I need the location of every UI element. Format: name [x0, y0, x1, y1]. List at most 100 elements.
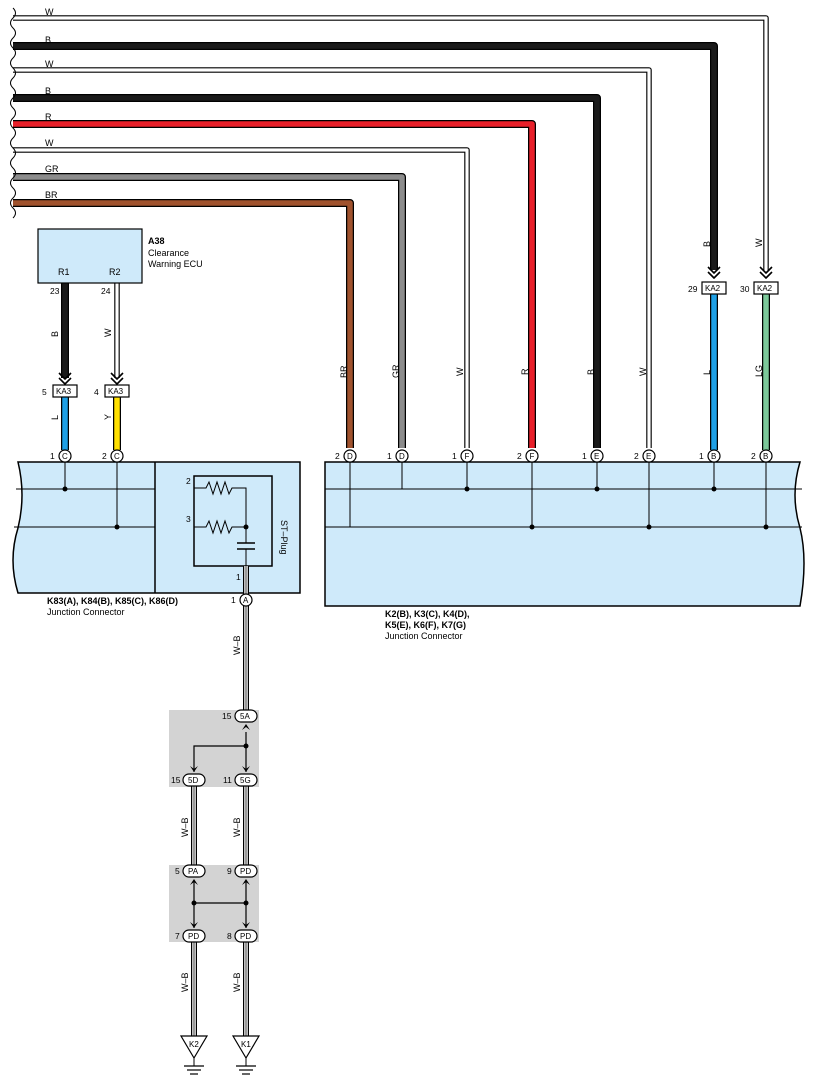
arrows-layer	[58, 266, 773, 928]
svg-text:C: C	[114, 452, 120, 461]
svg-text:PD: PD	[240, 932, 251, 941]
wire-top-2	[13, 68, 651, 448]
svg-text:B: B	[711, 452, 716, 461]
ka3-pin-5: 5	[42, 387, 47, 397]
top-wire-label: BR	[45, 190, 58, 200]
wire-top-4-outline	[13, 120, 536, 448]
ecu-pin-24: 24	[101, 286, 111, 296]
ka2-connectors: KA2 29 KA2 30 B W L LG	[688, 238, 779, 377]
wire-label-w: W	[455, 367, 465, 376]
top-wire-label: R	[45, 112, 52, 122]
arrow-pa	[190, 879, 198, 885]
top-wire-labels: W B W B R W GR BR	[45, 7, 59, 200]
svg-text:1: 1	[387, 451, 392, 461]
svg-text:9: 9	[227, 866, 232, 876]
arrow-8pd	[242, 922, 250, 928]
ka3-box	[104, 384, 130, 398]
ecu-a38: A38 Clearance Warning ECU R1 R2 23 24 B …	[37, 228, 203, 337]
ka2-pin-30: 30	[740, 284, 750, 294]
wire-label-wb: W–B	[232, 817, 242, 837]
wire-top-4	[13, 121, 535, 448]
st-plug-pin-3: 3	[186, 514, 191, 524]
pin-marker-right-2b: B 2	[751, 449, 773, 463]
svg-text:15: 15	[171, 775, 181, 785]
wire-top-6-outline	[13, 173, 406, 448]
ka2-label: KA2	[705, 284, 721, 293]
ecu-name-line1: Clearance	[148, 248, 189, 258]
svg-text:5A: 5A	[240, 712, 250, 721]
ka3-wire-l-label: L	[50, 415, 60, 420]
pill-7-pd: PD 7	[175, 929, 206, 943]
arrow-5d	[190, 766, 198, 772]
arrow-9pd	[242, 879, 250, 885]
wire-label-wb: W–B	[232, 635, 242, 655]
st-plug-pin-2: 2	[186, 476, 191, 486]
svg-text:2: 2	[102, 451, 107, 461]
svg-text:11: 11	[223, 775, 232, 785]
pin-marker-left-2c: C 2	[102, 449, 124, 463]
wire-label-wb: W–B	[180, 817, 190, 837]
right-connector-subtitle: Junction Connector	[385, 631, 463, 641]
wire-top-6	[13, 174, 405, 448]
svg-text:1: 1	[582, 451, 587, 461]
ecu-terminal-r2: R2	[109, 267, 121, 277]
wb-wires-layer	[191, 566, 249, 1036]
ka3-wire-y-label: Y	[103, 414, 113, 420]
ka3-label: KA3	[56, 387, 72, 396]
svg-text:PD: PD	[188, 932, 199, 941]
svg-text:E: E	[646, 452, 651, 461]
pin-marker-right-1f: F 1	[452, 449, 474, 463]
wire-top-1	[13, 43, 717, 270]
pin-marker-left-out-1a: A 1	[231, 593, 253, 607]
pin-marker-right-2f: F 2	[517, 449, 539, 463]
ka2-label: KA2	[757, 284, 773, 293]
arrow-ka2-29	[707, 266, 721, 279]
svg-text:5: 5	[175, 866, 180, 876]
pill-5-pa: PA 5	[175, 864, 206, 878]
top-wire-label: B	[45, 35, 51, 45]
ground-k2: K2	[179, 1035, 209, 1075]
ka2-box	[701, 281, 727, 295]
pin-marker-left-1c: C 1	[50, 449, 72, 463]
svg-text:2: 2	[517, 451, 522, 461]
st-plug-label: ST–Plug	[279, 520, 289, 555]
svg-text:5D: 5D	[188, 776, 198, 785]
ground-k1: K1	[231, 1035, 261, 1075]
wire-top-7	[13, 200, 353, 448]
arrow-7pd	[190, 922, 198, 928]
ecu-name-line2: Warning ECU	[148, 259, 203, 269]
left-connector-subtitle: Junction Connector	[47, 607, 125, 617]
right-wire-labels: BR GR W R B W	[339, 364, 648, 378]
ka3-pin-4: 4	[94, 387, 99, 397]
svg-text:B: B	[763, 452, 768, 461]
svg-text:1: 1	[50, 451, 55, 461]
top-wire-label: W	[45, 138, 54, 148]
arrow-ka3-4	[110, 372, 124, 385]
top-wire-label: W	[45, 7, 54, 17]
wire-label-w: W	[638, 367, 648, 376]
svg-text:PD: PD	[240, 867, 251, 876]
ka2-box	[753, 281, 779, 295]
svg-text:A: A	[243, 596, 249, 605]
pill-11-5g: 5G 11	[223, 773, 258, 787]
right-connector-title-line2: K5(E), K6(F), K7(G)	[385, 620, 466, 630]
ka2-in-wire-w-label: W	[754, 238, 764, 247]
top-wire-label: GR	[45, 164, 59, 174]
junction-internal-links	[191, 732, 249, 928]
top-wire-label: W	[45, 59, 54, 69]
pill-8-pd: PD 8	[227, 929, 258, 943]
svg-text:2: 2	[634, 451, 639, 461]
wire-label-r: R	[520, 368, 530, 375]
svg-text:D: D	[347, 452, 353, 461]
svg-text:C: C	[62, 452, 68, 461]
wire-label-br: BR	[339, 365, 349, 378]
junction-pills: 5A 15 5D 15 5G 11 PA 5 PD 9 PD 7	[171, 709, 258, 943]
right-junction-connector: K2(B), K3(C), K4(D), K5(E), K6(F), K7(G)…	[324, 461, 805, 641]
wire-label-wb: W–B	[180, 972, 190, 992]
svg-text:7: 7	[175, 931, 180, 941]
svg-text:D: D	[399, 452, 405, 461]
ground-label-k1: K1	[241, 1040, 251, 1049]
wire-label-wb: W–B	[232, 972, 242, 992]
st-plug: 2 3 1 ST–Plug	[186, 475, 289, 582]
ecu-pin-23: 23	[50, 286, 60, 296]
